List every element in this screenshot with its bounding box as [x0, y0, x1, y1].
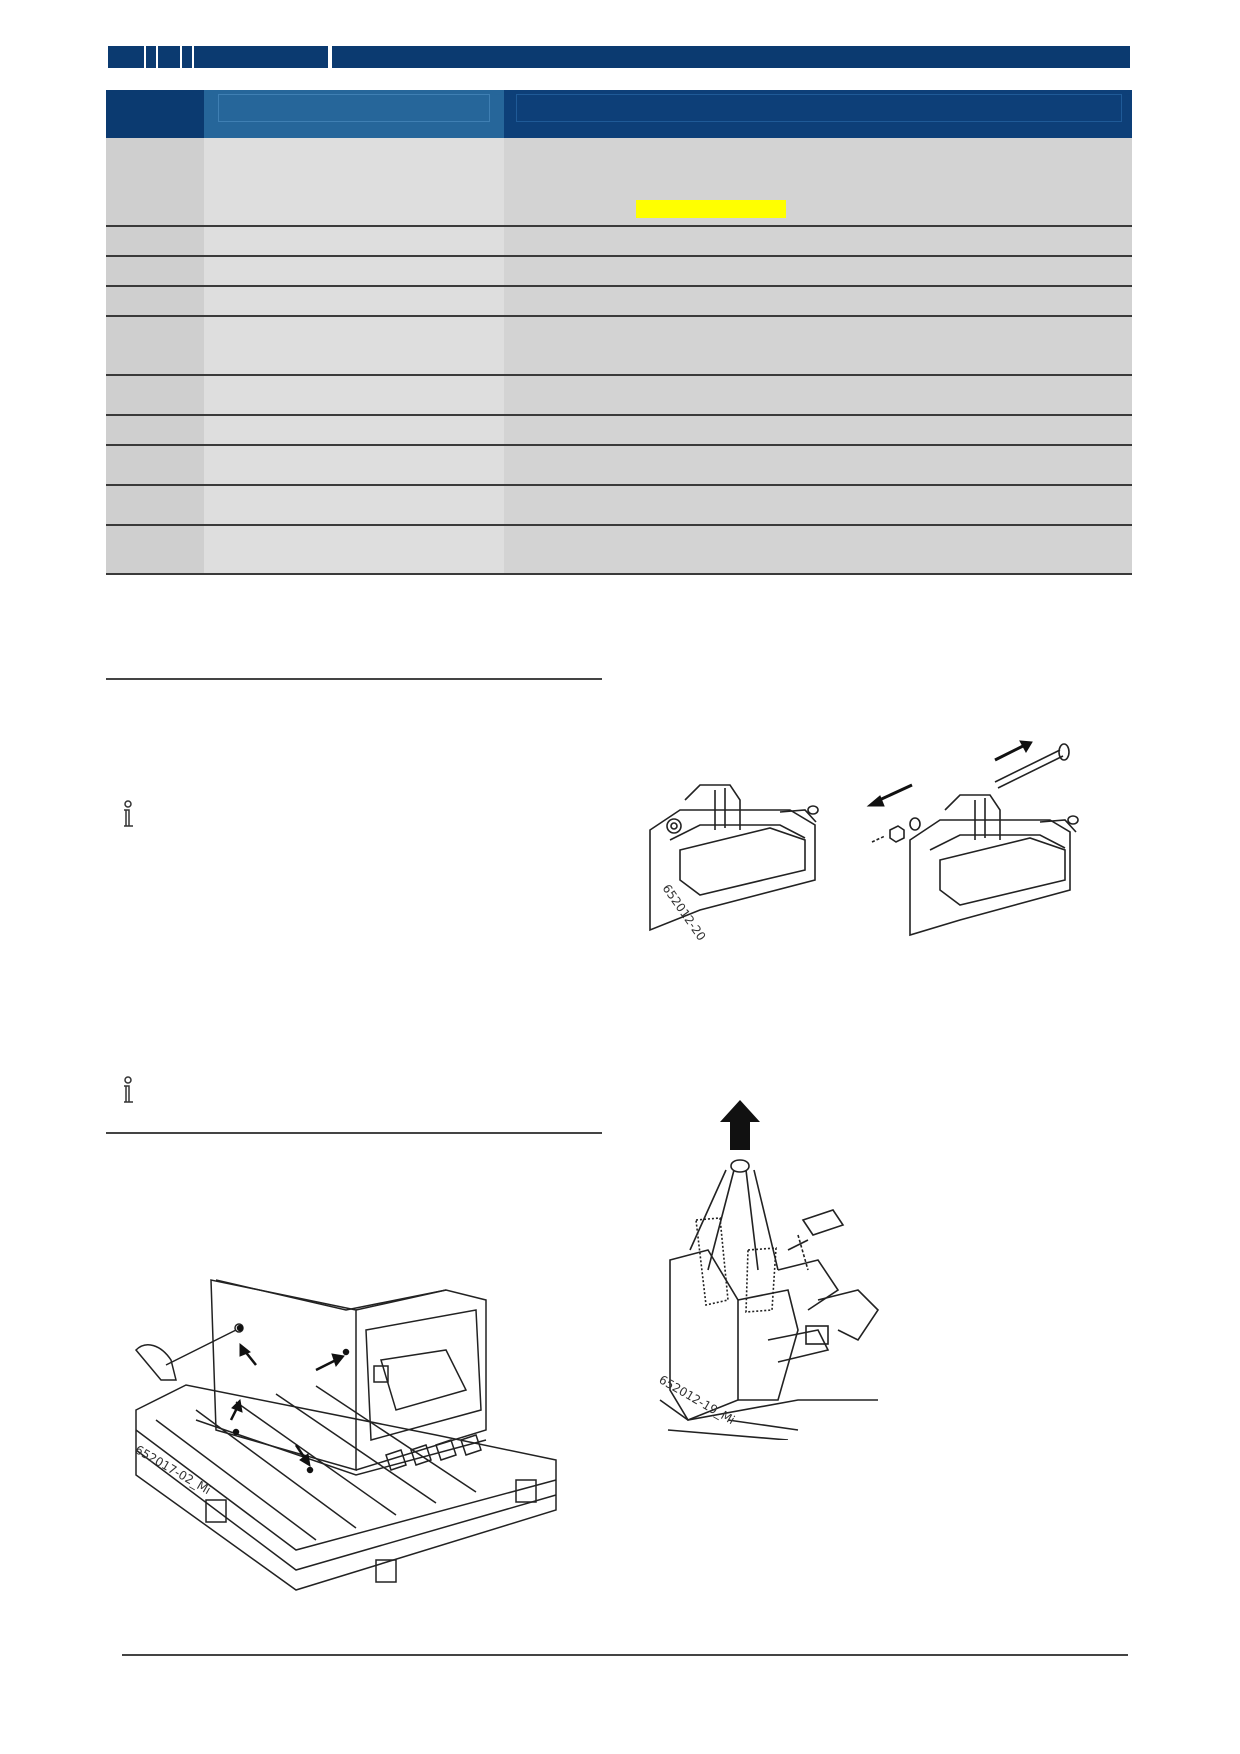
table-row — [106, 138, 1132, 227]
table-row — [106, 227, 1132, 257]
figure-label: 652017-02_Mi — [133, 1442, 214, 1497]
bracket-pin-figure: 652012-20_Mi — [640, 730, 1100, 959]
footer-divider — [122, 1654, 1128, 1656]
header-cell-2 — [204, 90, 504, 138]
highlighted-text — [636, 200, 786, 218]
table-row — [106, 287, 1132, 317]
table-row — [106, 486, 1132, 526]
table-row — [106, 317, 1132, 376]
table-row — [106, 376, 1132, 416]
pallet-figure: 652017-02_Mi — [116, 1270, 566, 1600]
header-bar — [108, 46, 1130, 68]
table-row — [106, 416, 1132, 446]
lifting-figure: 652012-19_Mi — [648, 1100, 908, 1441]
info-icon — [118, 800, 138, 830]
spec-table — [106, 90, 1132, 575]
table-row — [106, 526, 1132, 575]
header-cell-3 — [504, 90, 1132, 138]
table-header — [106, 90, 1132, 138]
table-row — [106, 257, 1132, 287]
section-divider — [106, 678, 602, 680]
info-icon — [118, 1076, 138, 1106]
figure-label: 652012-20_Mi — [660, 882, 720, 940]
section-divider — [106, 1132, 602, 1134]
table-row — [106, 446, 1132, 486]
header-cell-1 — [106, 90, 204, 138]
